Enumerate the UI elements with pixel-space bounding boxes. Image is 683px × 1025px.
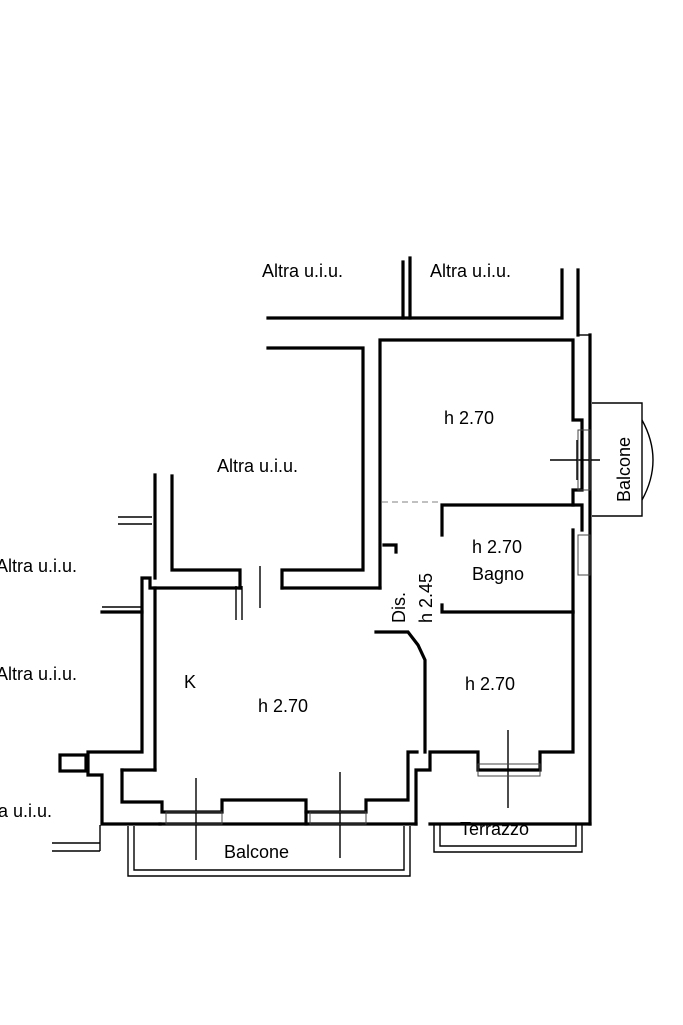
label-other-unit-left-2: Altra u.i.u.	[0, 664, 77, 684]
neighbour-walls-left	[52, 473, 157, 852]
terrace-outline	[433, 824, 583, 853]
label-room-bottom-right-height: h 2.70	[465, 674, 515, 694]
label-kitchen-mark: K	[184, 672, 196, 692]
label-bath-name: Bagno	[472, 564, 524, 584]
windows	[165, 429, 591, 825]
label-bath-height: h 2.70	[472, 537, 522, 557]
balcony-right-outline	[592, 402, 654, 517]
label-other-unit-center: Altra u.i.u.	[217, 456, 298, 476]
balcony-bottom-outline	[127, 826, 411, 877]
label-hall-height: h 2.45	[416, 573, 436, 623]
label-other-unit-left-1: Altra u.i.u.	[0, 556, 77, 576]
label-living-height: h 2.70	[258, 696, 308, 716]
label-other-unit-top-left: Altra u.i.u.	[262, 261, 343, 281]
label-balcony-right: Balcone	[614, 437, 634, 502]
neighbour-walls-center	[170, 346, 365, 590]
apartment-walls	[58, 333, 592, 826]
door-window-marks	[195, 440, 600, 860]
label-balcony-bottom: Balcone	[224, 842, 289, 862]
label-terrace: Terrazzo	[460, 819, 529, 839]
label-hall-name: Dis.	[389, 592, 409, 623]
label-other-unit-top-right: Altra u.i.u.	[430, 261, 511, 281]
label-room-top-right-height: h 2.70	[444, 408, 494, 428]
neighbour-walls-top	[266, 256, 580, 337]
label-other-unit-left-3: a u.i.u.	[0, 801, 52, 821]
